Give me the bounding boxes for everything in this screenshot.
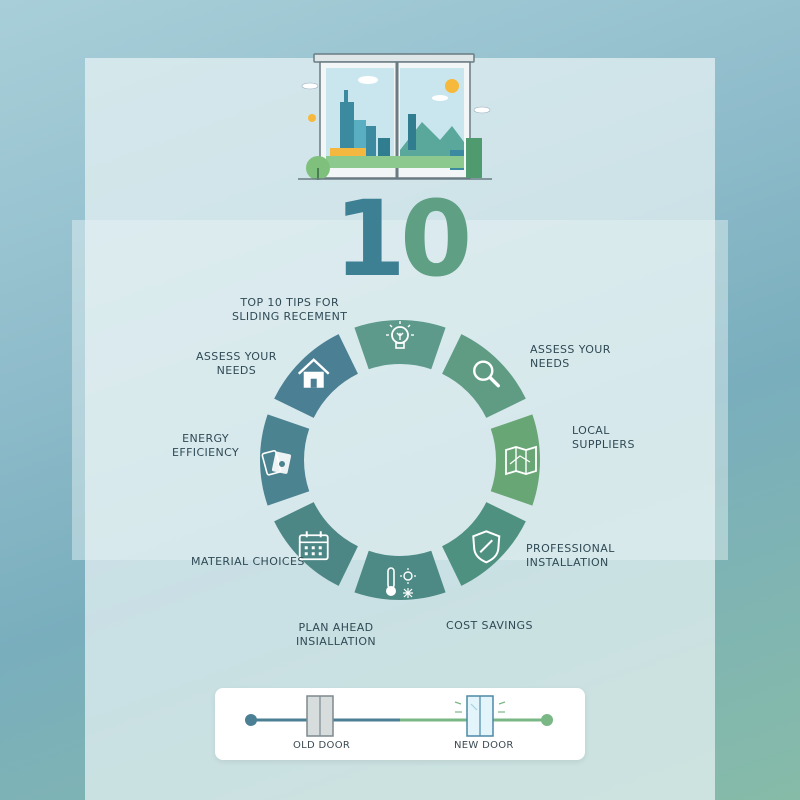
sun-icon	[445, 79, 459, 93]
label-assess-needs-right: ASSESS YOUR NEEDS	[530, 343, 611, 371]
door-comparison-card: OLD DOOR NEW DOOR	[215, 688, 585, 760]
label-energy-line2: EFFICIENCY	[172, 446, 240, 459]
new-door-icon	[454, 695, 506, 737]
label-material-choices: MATERIAL CHOICES	[191, 555, 305, 568]
hero-number: 10	[0, 178, 800, 300]
segment-shield	[442, 502, 526, 586]
old-door-icon	[306, 695, 334, 737]
comparison-track	[245, 695, 553, 737]
magnifier-icon	[473, 360, 500, 388]
label-assess-needs-right-line2: NEEDS	[530, 357, 570, 370]
calendar-icon	[298, 531, 329, 561]
label-assess-needs-right-line1: ASSESS YOUR	[530, 343, 611, 356]
swatches-icon	[261, 449, 292, 476]
label-assess-needs-left: ASSESS YOUR NEEDS	[196, 350, 277, 378]
thermometer-snowflake-icon	[386, 567, 416, 598]
lightbulb-icon	[386, 321, 414, 349]
label-professional-installation: PROFESSIONAL INSTALLATION	[526, 542, 615, 570]
label-plan-line2: INSIALLATION	[296, 635, 377, 648]
old-endpoint-dot	[245, 714, 257, 726]
house-icon	[297, 358, 330, 388]
label-plan-line1: PLAN AHEAD	[298, 621, 374, 634]
label-top-title-line1: TOP 10 TIPS FOR	[240, 296, 340, 309]
label-top-title-line2: SLIDING RECEMENT	[232, 310, 348, 323]
new-door-label: NEW DOOR	[454, 740, 514, 751]
map-icon	[505, 445, 537, 476]
label-top-title: TOP 10 TIPS FOR SLIDING RECEMENT	[232, 296, 347, 324]
new-endpoint-dot	[541, 714, 553, 726]
shield-icon	[472, 530, 501, 564]
label-cost-savings: COST SAVINGS	[446, 619, 533, 632]
segment-search	[442, 334, 526, 418]
label-plan-ahead: PLAN AHEAD INSIALLATION	[296, 621, 376, 649]
hero-number-one: 1	[333, 178, 406, 300]
label-assess-needs-left-line1: ASSESS YOUR	[196, 350, 277, 363]
label-local-line1: LOCAL	[572, 424, 610, 437]
hero-number-zero: 0	[400, 178, 472, 300]
segment-thermo	[354, 550, 446, 600]
segment-calendar	[274, 502, 358, 586]
label-energy-efficiency: ENERGY EFFICIENCY	[172, 432, 239, 460]
label-professional-line2: INSTALLATION	[526, 556, 609, 569]
label-local-suppliers: LOCAL SUPPLIERS	[572, 424, 635, 452]
background-panel-main	[85, 58, 715, 800]
label-professional-line1: PROFESSIONAL	[526, 542, 615, 555]
window-cityscape-illustration	[298, 53, 492, 180]
label-local-line2: SUPPLIERS	[572, 438, 635, 451]
label-energy-line1: ENERGY	[182, 432, 230, 445]
old-door-label: OLD DOOR	[293, 740, 351, 751]
label-assess-needs-left-line2: NEEDS	[216, 364, 257, 377]
segment-lightbulb	[354, 320, 446, 370]
